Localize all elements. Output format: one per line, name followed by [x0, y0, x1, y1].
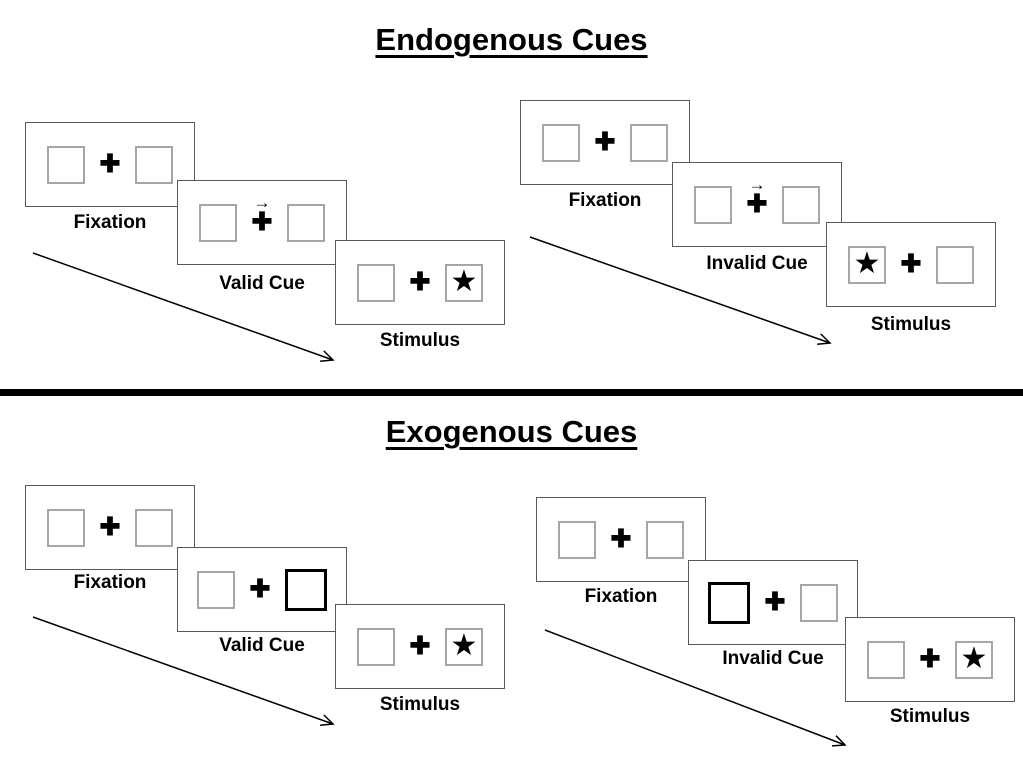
panel-fixation: ✚ — [520, 100, 690, 185]
stimulus-label: Stimulus — [889, 706, 971, 727]
section-divider — [0, 389, 1023, 396]
right-box: ★ — [445, 627, 483, 666]
fixation-cross-icon: ✚ — [249, 575, 271, 603]
panel-valid-cue: ✚ — [177, 547, 347, 632]
sequence-arrow-endogenous-invalid — [529, 236, 832, 346]
left-box — [47, 145, 85, 184]
panel-stimulus: ★ ✚ — [826, 222, 996, 307]
star-icon: ★ — [450, 264, 478, 298]
panel-stimulus: ✚ ★ — [845, 617, 1015, 702]
fixation-center: ✚ — [97, 152, 123, 177]
sequence-arrow-exogenous-valid — [32, 616, 335, 726]
fixation-center: ✚ — [592, 130, 618, 155]
fixation-cross-icon: ✚ — [900, 250, 922, 278]
fixation-cross-icon: ✚ — [610, 525, 632, 553]
fixation-cross-icon: ✚ — [764, 588, 786, 616]
fixation-cross-icon: ✚ — [251, 208, 273, 236]
fixation-center: ✚ — [247, 577, 273, 602]
right-box — [936, 245, 974, 284]
right-box — [630, 123, 668, 162]
fixation-center: ✚ — [407, 270, 433, 295]
fixation-label: Fixation — [568, 190, 642, 211]
stimulus-label: Stimulus — [870, 314, 952, 335]
right-box — [135, 145, 173, 184]
fixation-cross-icon: ✚ — [409, 268, 431, 296]
right-box — [287, 203, 325, 242]
left-box — [357, 627, 395, 666]
fixation-label: Fixation — [73, 212, 147, 233]
left-box — [542, 123, 580, 162]
panel-fixation: ✚ — [25, 485, 195, 570]
fixation-cross-icon: ✚ — [99, 513, 121, 541]
left-box — [199, 203, 237, 242]
stimulus-label: Stimulus — [379, 694, 461, 715]
panel-invalid-cue: → ✚ — [672, 162, 842, 247]
fixation-cross-icon: ✚ — [99, 150, 121, 178]
invalid-cue-label: Invalid Cue — [722, 648, 824, 669]
right-box-cue-highlight — [285, 568, 327, 611]
fixation-center: → ✚ — [744, 176, 770, 218]
fixation-center: ✚ — [898, 252, 924, 277]
fixation-center: → ✚ — [249, 194, 275, 236]
left-box — [47, 508, 85, 547]
fixation-center: ✚ — [407, 634, 433, 659]
section-title-exogenous: Exogenous Cues — [385, 414, 638, 449]
fixation-cross-icon: ✚ — [746, 190, 768, 218]
section-title-endogenous: Endogenous Cues — [375, 22, 648, 57]
fixation-label: Fixation — [584, 586, 658, 607]
fixation-cross-icon: ✚ — [919, 645, 941, 673]
right-box — [646, 520, 684, 559]
right-box — [800, 583, 838, 622]
valid-cue-label: Valid Cue — [219, 273, 305, 294]
panel-stimulus: ✚ ★ — [335, 604, 505, 689]
fixation-cross-icon: ✚ — [594, 128, 616, 156]
fixation-center: ✚ — [97, 515, 123, 540]
star-icon: ★ — [853, 246, 881, 280]
sequence-arrow-endogenous-valid — [32, 252, 335, 362]
panel-valid-cue: → ✚ — [177, 180, 347, 265]
left-box — [558, 520, 596, 559]
valid-cue-label: Valid Cue — [219, 635, 305, 656]
left-box — [357, 263, 395, 302]
right-box: ★ — [955, 640, 993, 679]
stimulus-label: Stimulus — [379, 330, 461, 351]
cue-arrow-icon: → — [748, 175, 766, 194]
invalid-cue-label: Invalid Cue — [706, 253, 808, 274]
right-box — [135, 508, 173, 547]
left-box — [694, 185, 732, 224]
left-box — [867, 640, 905, 679]
sequence-arrow-exogenous-invalid — [544, 629, 847, 747]
left-box: ★ — [848, 245, 886, 284]
fixation-label: Fixation — [73, 572, 147, 593]
cue-arrow-icon: → — [253, 193, 271, 212]
panel-fixation: ✚ — [536, 497, 706, 582]
star-icon: ★ — [450, 628, 478, 662]
left-box-cue-highlight — [708, 581, 750, 624]
right-box: ★ — [445, 263, 483, 302]
panel-stimulus: ✚ ★ — [335, 240, 505, 325]
fixation-center: ✚ — [762, 590, 788, 615]
right-box — [782, 185, 820, 224]
fixation-center: ✚ — [917, 647, 943, 672]
left-box — [197, 570, 235, 609]
fixation-cross-icon: ✚ — [409, 632, 431, 660]
panel-invalid-cue: ✚ — [688, 560, 858, 645]
fixation-center: ✚ — [608, 527, 634, 552]
panel-fixation: ✚ — [25, 122, 195, 207]
star-icon: ★ — [960, 641, 988, 675]
